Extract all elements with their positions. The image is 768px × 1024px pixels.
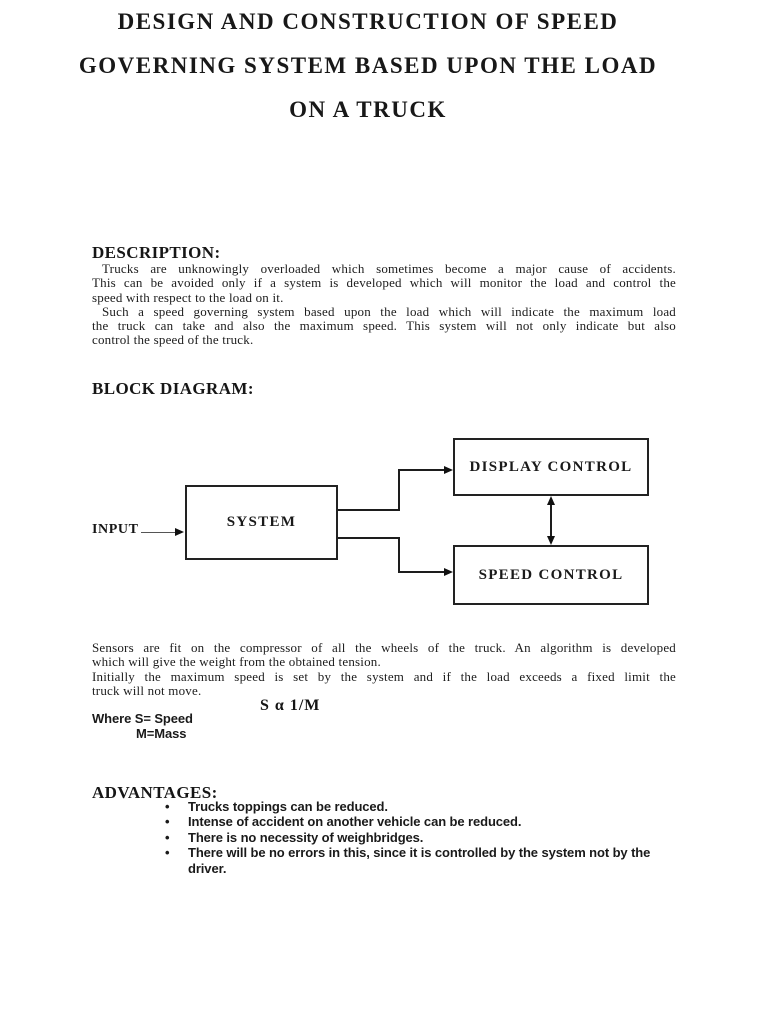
description-line: the truck can take and also the maximum … [92, 318, 676, 334]
display-control-label: DISPLAY CONTROL [469, 458, 633, 475]
description-line: Such a speed governing system based upon… [102, 303, 676, 319]
connector-line [338, 509, 400, 511]
advantages-item: Trucks toppings can be reduced. [165, 799, 680, 815]
input-arrowhead-icon [175, 528, 184, 536]
description-line: control the speed of the truck. [92, 332, 254, 348]
document-title: DESIGN AND CONSTRUCTION OF SPEED GOVERNI… [0, 0, 736, 132]
connector-line [398, 537, 400, 573]
body-line: Initially the maximum speed is set by th… [92, 668, 676, 684]
speed-mass-formula: S α 1/M [260, 697, 321, 714]
input-arrow-line [141, 532, 178, 533]
arrowhead-icon [444, 567, 453, 576]
advantages-item: There will be no errors in this, since i… [165, 845, 680, 876]
diagram-input-label: INPUT [92, 522, 139, 537]
connector-line [338, 537, 400, 539]
block-diagram-heading: BLOCK DIAGRAM: [92, 379, 254, 398]
advantages-heading: ADVANTAGES: [92, 783, 218, 802]
body-line: truck will not move. [92, 682, 202, 698]
display-control-box: DISPLAY CONTROL [453, 438, 649, 496]
description-heading: DESCRIPTION: [92, 243, 221, 262]
description-line: Trucks are unknowingly overloaded which … [102, 261, 676, 276]
title-line-2: GOVERNING SYSTEM BASED UPON THE LOAD [78, 53, 658, 78]
where-speed-line: Where S= Speed [92, 711, 193, 726]
connector-line [398, 571, 444, 573]
system-box-label: SYSTEM [226, 514, 297, 530]
speed-control-box: SPEED CONTROL [453, 545, 649, 605]
title-line-3: ON A TRUCK [289, 97, 447, 122]
title-line-1: DESIGN AND CONSTRUCTION OF SPEED [117, 9, 619, 34]
advantages-list: Trucks toppings can be reduced. Intense … [165, 799, 680, 876]
advantages-item: There is no necessity of weighbridges. [165, 830, 680, 846]
body-line: Sensors are fit on the compressor of all… [92, 640, 676, 655]
where-mass-line: M=Mass [136, 726, 187, 742]
connector-line [398, 469, 400, 511]
description-paragraphs: Trucks are unknowingly overloaded which … [92, 261, 676, 348]
sensors-paragraphs: Sensors are fit on the compressor of all… [92, 640, 676, 698]
formula-legend: Where S= Speed M=Mass [92, 711, 193, 741]
advantages-item: Intense of accident on another vehicle c… [165, 814, 680, 830]
description-line: speed with respect to the load on it. [92, 289, 284, 305]
system-box: SYSTEM [185, 485, 338, 560]
double-arrow-line [550, 500, 552, 541]
up-arrowhead-icon [546, 496, 555, 505]
description-line: This can be avoided only if a system is … [92, 275, 676, 291]
arrowhead-icon [444, 465, 453, 474]
speed-control-label: SPEED CONTROL [478, 566, 624, 583]
body-line: which will give the weight from the obta… [92, 654, 381, 670]
connector-line [398, 469, 444, 471]
down-arrowhead-icon [546, 536, 555, 545]
